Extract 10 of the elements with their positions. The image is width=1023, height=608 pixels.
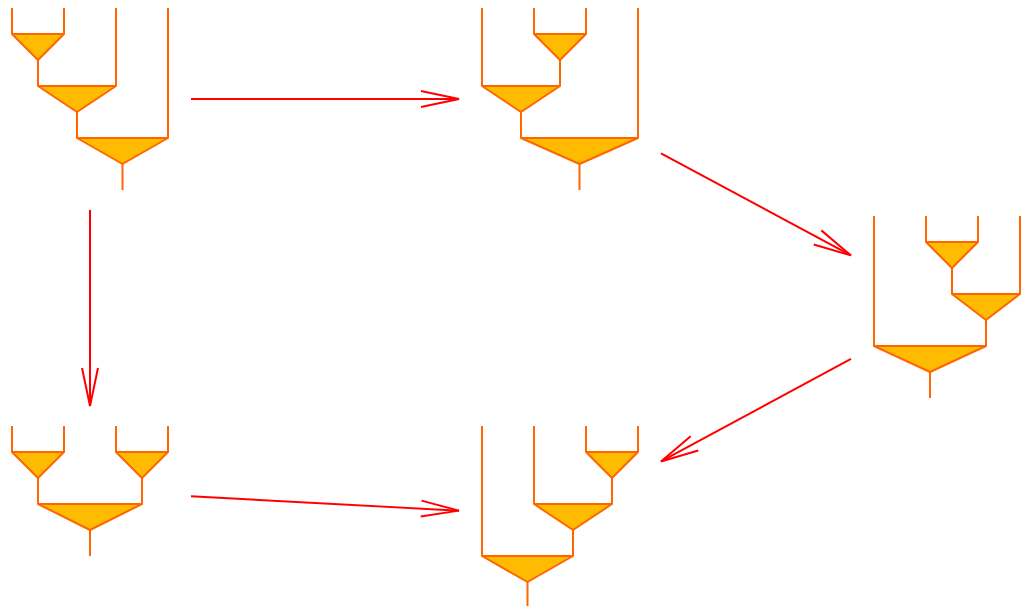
arrow	[81, 209, 99, 407]
arrow	[660, 357, 852, 463]
arrow	[190, 495, 460, 518]
arrow	[660, 152, 852, 257]
tree-drawing	[9, 8, 171, 190]
tree-drawing	[479, 8, 641, 190]
tree-drawing	[871, 216, 1023, 398]
tree-drawing	[9, 426, 171, 556]
arrow	[190, 90, 460, 108]
tree-drawing	[479, 426, 641, 606]
